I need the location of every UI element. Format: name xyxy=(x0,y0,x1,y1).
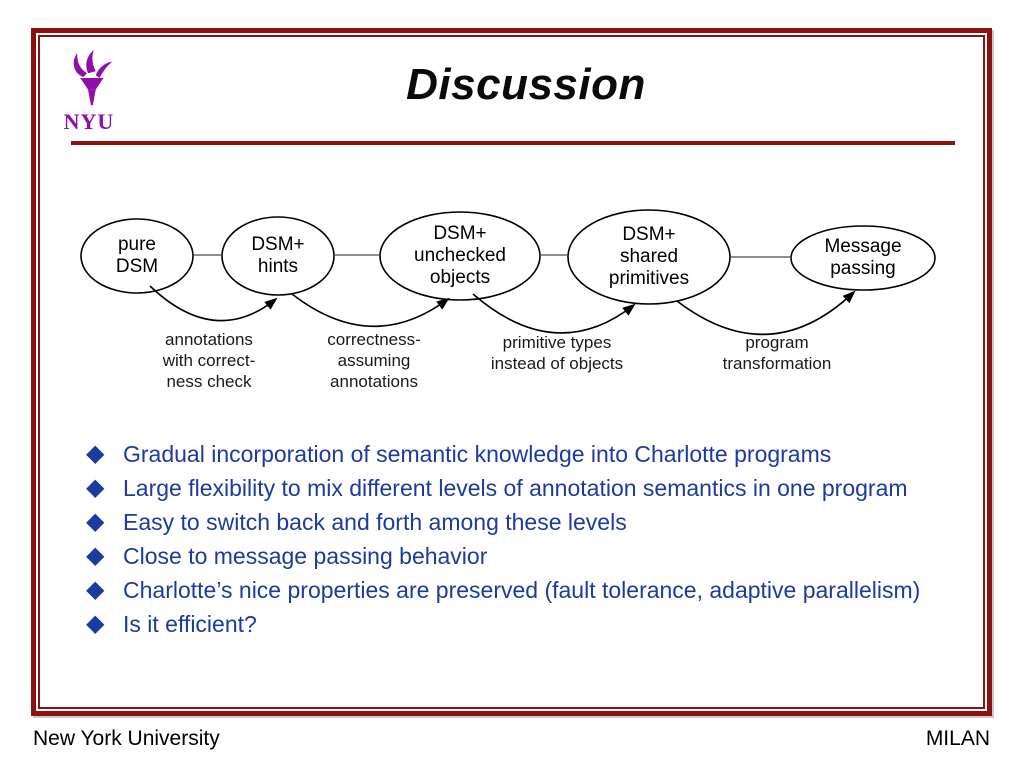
bullet-text: Easy to switch back and forth among thes… xyxy=(123,509,627,535)
bullet-item: ◆ Gradual incorporation of semantic know… xyxy=(86,440,926,468)
node-label-dsm-hints: DSM+ hints xyxy=(251,234,305,277)
bullet-text: Gradual incorporation of semantic knowle… xyxy=(123,441,832,467)
node-label-dsm-unchecked: DSM+ unchecked objects xyxy=(414,223,506,288)
bullet-list: ◆ Gradual incorporation of semantic know… xyxy=(86,441,926,645)
nyu-logo-text: NYU xyxy=(63,109,115,134)
diamond-bullet-icon: ◆ xyxy=(86,576,105,603)
diamond-bullet-icon: ◆ xyxy=(86,474,105,501)
diamond-bullet-icon: ◆ xyxy=(86,508,105,535)
bullet-item: ◆ Easy to switch back and forth among th… xyxy=(86,508,926,536)
slide-border-frame xyxy=(31,28,992,716)
nyu-logo: NYU xyxy=(60,50,118,135)
diamond-bullet-icon: ◆ xyxy=(86,440,105,467)
transition-label-4: program transformation xyxy=(722,333,832,373)
node-label-dsm-shared: DSM+ shared primitives xyxy=(608,224,690,289)
footer-project: MILAN xyxy=(925,727,990,750)
title-underline xyxy=(71,141,955,145)
node-label-pure-dsm: pure DSM xyxy=(115,234,159,277)
transition-label-1: annotations with correct- ness check xyxy=(162,330,256,391)
footer-institution: New York University xyxy=(33,727,220,750)
bullet-text: Close to message passing behavior xyxy=(123,543,488,569)
bullet-item: ◆ Large flexibility to mix different lev… xyxy=(86,474,926,502)
bullet-text: Large flexibility to mix different level… xyxy=(123,475,908,501)
bullet-item: ◆ Charlotte’s nice properties are preser… xyxy=(86,576,926,604)
bullet-text: Charlotte’s nice properties are preserve… xyxy=(123,577,921,603)
diamond-bullet-icon: ◆ xyxy=(86,610,105,637)
page-title: Discussion xyxy=(406,60,646,109)
transition-label-3: primitive types instead of objects xyxy=(490,333,624,373)
bullet-text: Is it efficient? xyxy=(123,611,257,637)
bullet-item: ◆ Is it efficient? xyxy=(86,610,926,638)
transition-label-2: correctness- assuming annotations xyxy=(327,330,421,391)
diamond-bullet-icon: ◆ xyxy=(86,542,105,569)
bullet-item: ◆ Close to message passing behavior xyxy=(86,542,926,570)
node-label-message-passing: Message passing xyxy=(824,236,902,279)
torch-icon xyxy=(73,50,113,106)
